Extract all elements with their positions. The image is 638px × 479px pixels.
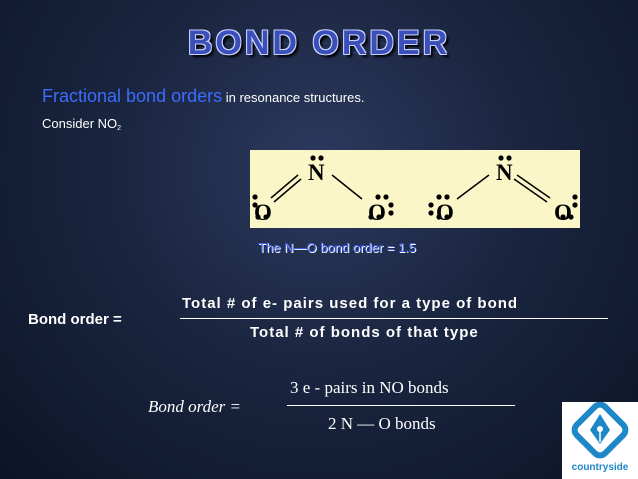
right-oxygen-1: O bbox=[436, 200, 454, 225]
left-structure bbox=[252, 155, 394, 220]
bond-order-caption: The N—O bond order = 1.5 bbox=[258, 240, 416, 255]
intro-line: Fractional bond orders in resonance stru… bbox=[42, 86, 364, 107]
equation-denominator: Total # of bonds of that type bbox=[250, 324, 479, 341]
left-oxygen-1: O bbox=[254, 200, 272, 225]
left-nitrogen: N bbox=[308, 160, 325, 185]
consider-subscript: 2 bbox=[117, 125, 122, 132]
equation-label: Bond order = bbox=[28, 311, 122, 328]
resonance-svg: N O O N O O bbox=[252, 155, 578, 225]
equation-fraction-bar bbox=[180, 318, 608, 319]
pen-nib-icon bbox=[571, 401, 629, 459]
left-oxygen-2: O bbox=[368, 200, 386, 225]
countryside-logo: countryside bbox=[562, 401, 638, 479]
equation-numerator: Total # of e- pairs used for a type of b… bbox=[182, 295, 519, 312]
logo-text: countryside bbox=[571, 462, 629, 473]
intro-highlight: Fractional bond orders bbox=[42, 86, 223, 106]
consider-line: Consider NO2 bbox=[42, 116, 121, 132]
right-nitrogen: N bbox=[496, 160, 513, 185]
formula-fraction-bar bbox=[287, 405, 515, 406]
right-oxygen-2: O bbox=[554, 200, 572, 225]
right-structure bbox=[428, 155, 578, 220]
slide-title: BOND ORDER bbox=[187, 24, 451, 62]
formula-denominator: 2 N — O bonds bbox=[328, 414, 436, 433]
formula-lhs: Bond order = bbox=[148, 397, 242, 416]
formula-numerator: 3 e - pairs in NO bonds bbox=[290, 378, 449, 397]
resonance-diagram: N O O N O O bbox=[250, 150, 580, 228]
intro-rest: in resonance structures. bbox=[222, 90, 365, 105]
consider-text: Consider NO bbox=[42, 116, 118, 131]
